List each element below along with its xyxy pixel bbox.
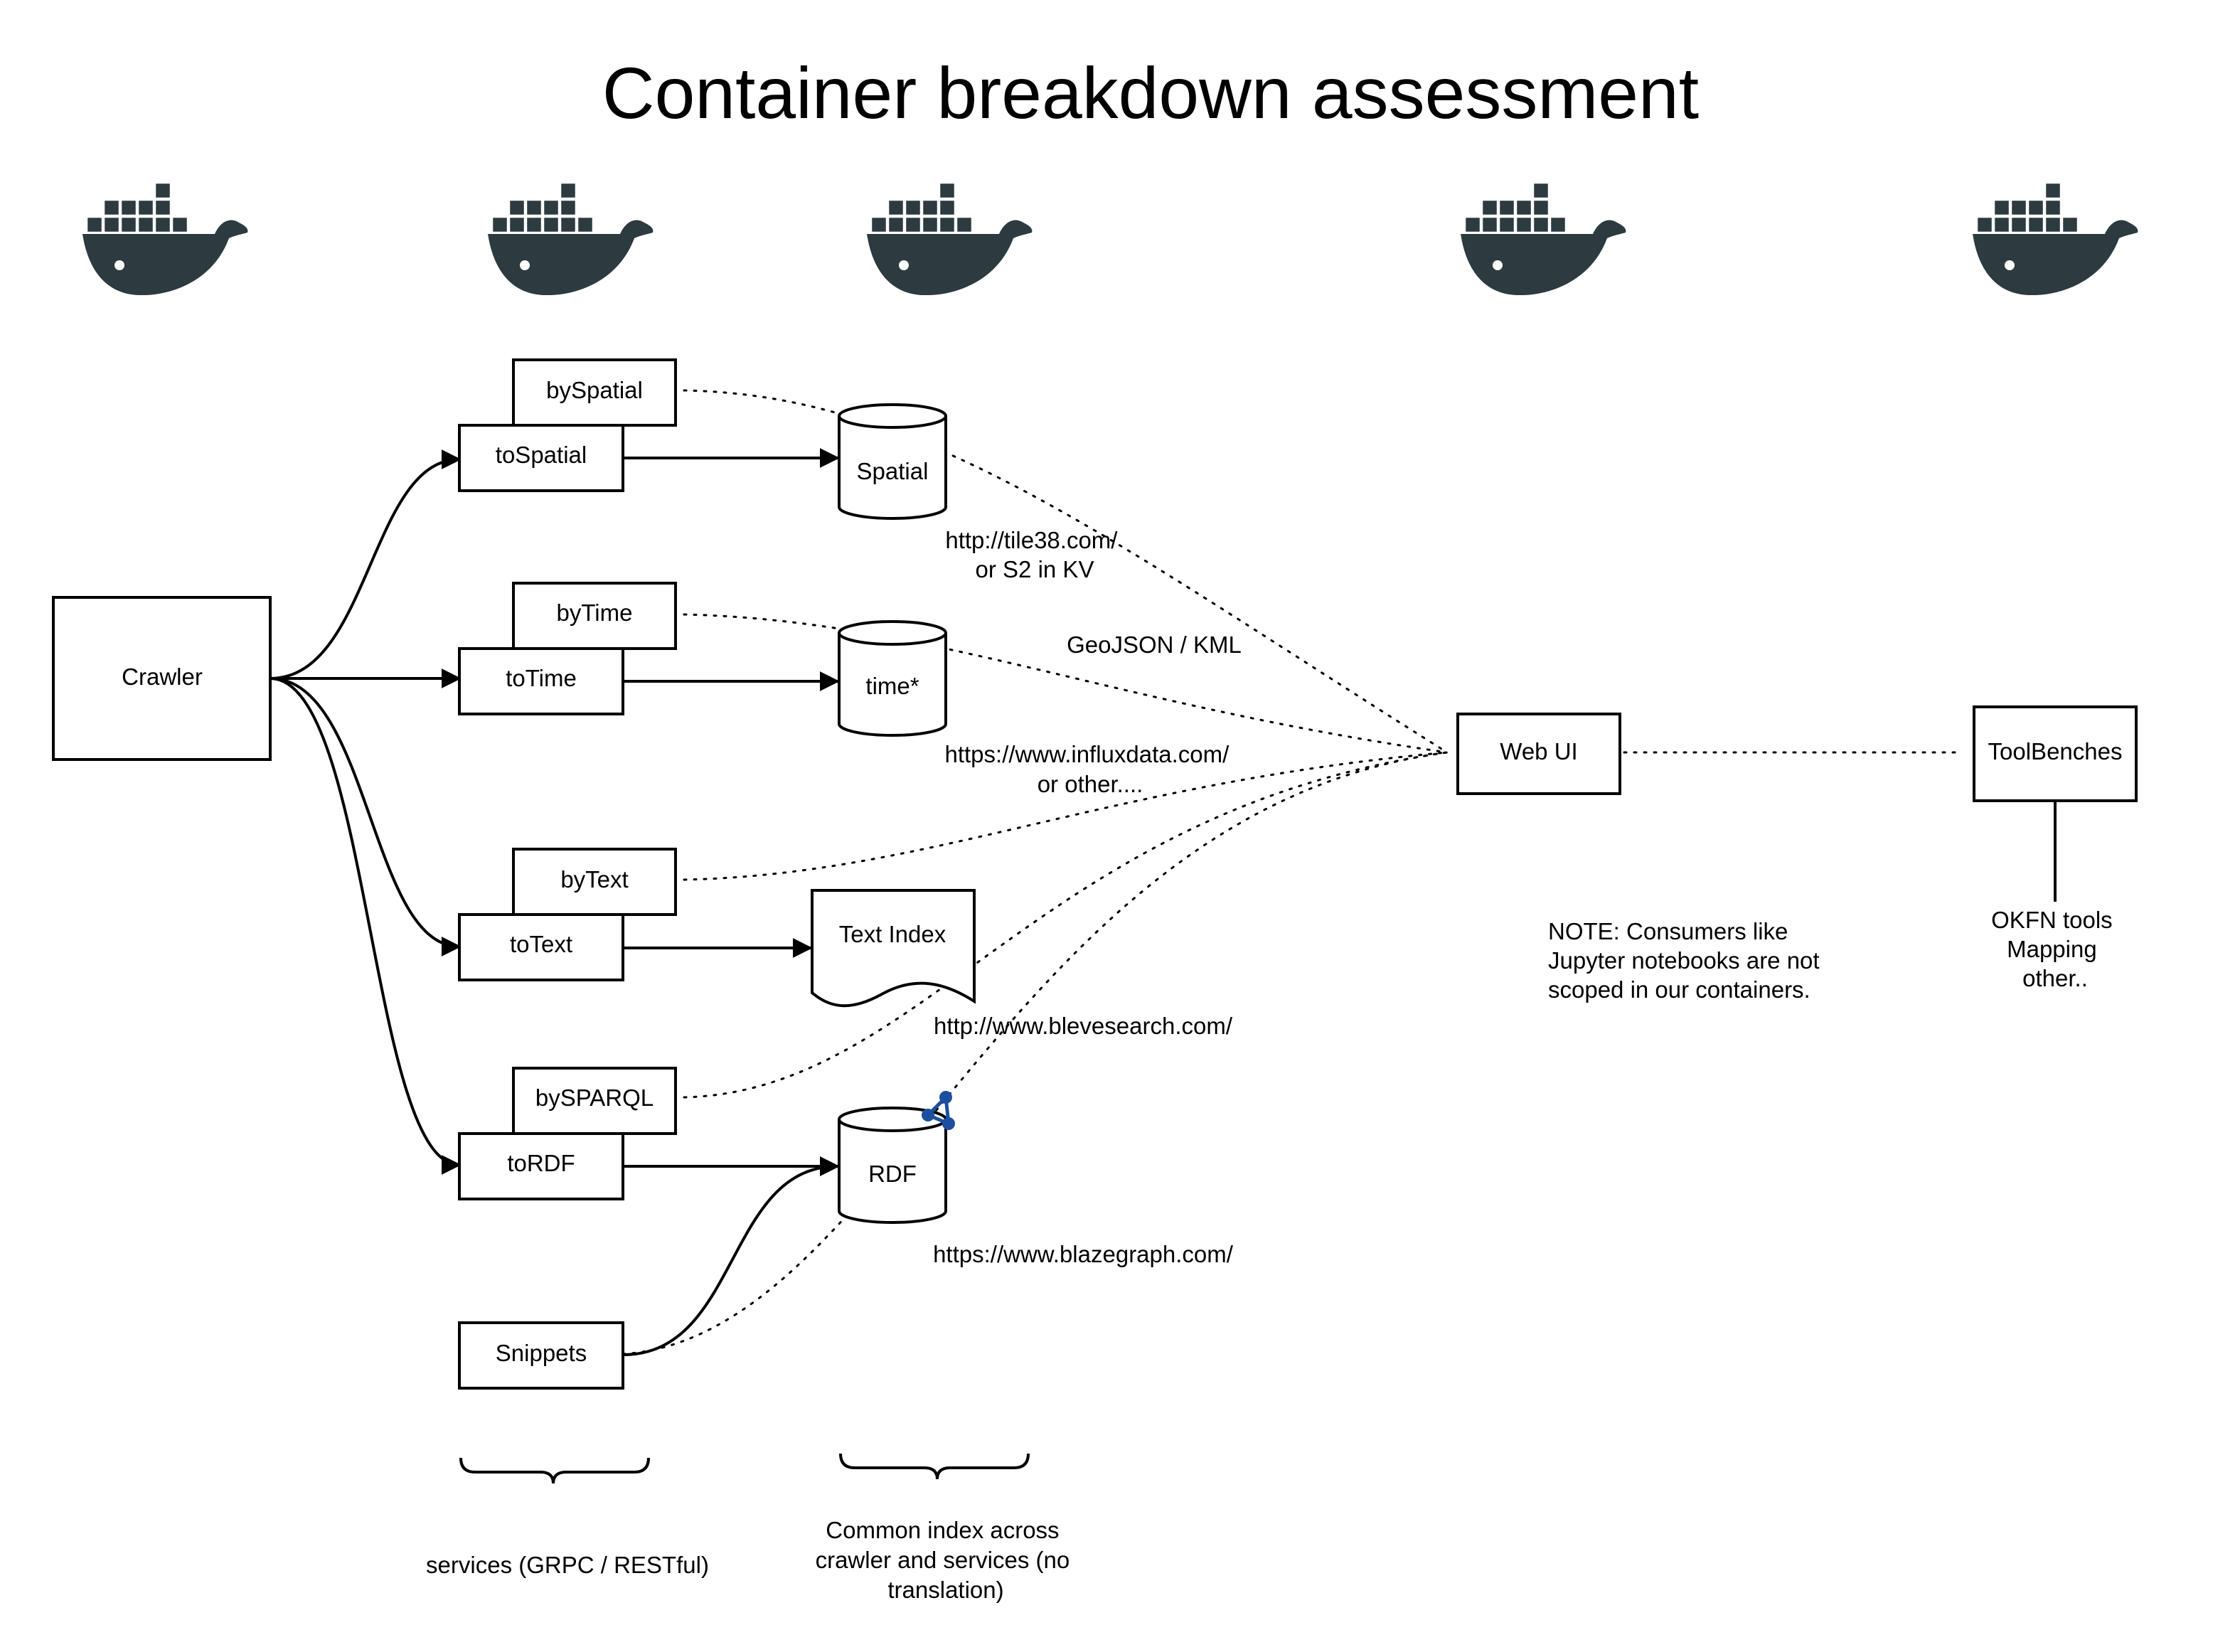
okfn-line-2: Mapping <box>2007 936 2097 962</box>
store-edges <box>622 448 2057 1356</box>
common-index-line-1: Common index across <box>826 1517 1059 1543</box>
to-time-node[interactable]: toTime <box>458 647 624 715</box>
to-text-label: toText <box>510 931 572 957</box>
docker-whale-icon <box>1459 181 1627 295</box>
to-spatial-node[interactable]: toSpatial <box>458 424 624 492</box>
rdf-graph-icon <box>922 1091 955 1130</box>
blazegraph-annotation: https://www.blazegraph.com/ <box>933 1241 1234 1267</box>
bleve-annotation: http://www.blevesearch.com/ <box>934 1013 1233 1039</box>
okfn-annotation: OKFN tools Mapping other.. <box>1991 907 2119 991</box>
geojson-annotation: GeoJSON / KML <box>1067 632 1242 658</box>
spatial-database[interactable]: Spatial <box>838 403 947 520</box>
page-title: Container breakdown assessment <box>602 53 1699 134</box>
snippets-label: Snippets <box>496 1340 587 1366</box>
web-ui-label: Web UI <box>1500 738 1577 764</box>
note-line-2: Jupyter notebooks are not <box>1548 947 1820 974</box>
time-database[interactable]: time* <box>838 620 947 737</box>
to-text-node[interactable]: toText <box>458 913 624 981</box>
toolbenches-node[interactable]: ToolBenches <box>1973 705 2138 802</box>
web-ui-node[interactable]: Web UI <box>1456 713 1621 795</box>
influx-line-2: or other.... <box>1038 771 1143 797</box>
common-index-line-2: crawler and services (no <box>816 1547 1070 1573</box>
rdf-database[interactable]: RDF <box>838 1107 947 1224</box>
by-sparql-label: bySPARQL <box>535 1085 654 1111</box>
docker-whale-icon <box>865 181 1033 295</box>
tile38-line-1: http://tile38.com/ <box>945 527 1118 553</box>
influx-line-1: https://www.influxdata.com/ <box>944 741 1230 767</box>
to-spatial-label: toSpatial <box>496 442 587 468</box>
text-index-document[interactable]: Text Index <box>811 889 976 1008</box>
to-rdf-label: toRDF <box>507 1150 575 1176</box>
crawler-edges <box>270 449 462 1175</box>
by-sparql-node[interactable]: bySPARQL <box>512 1067 677 1135</box>
consumers-note: NOTE: Consumers like Jupyter notebooks a… <box>1548 918 1826 1003</box>
to-rdf-node[interactable]: toRDF <box>458 1132 624 1200</box>
crawler-label: Crawler <box>122 664 203 690</box>
by-spatial-label: bySpatial <box>546 377 643 403</box>
rdf-database-label: RDF <box>868 1161 917 1187</box>
time-database-label: time* <box>865 673 919 699</box>
toolbenches-label: ToolBenches <box>1988 738 2123 764</box>
influx-annotation: https://www.influxdata.com/ or other.... <box>944 741 1235 797</box>
by-spatial-node[interactable]: bySpatial <box>512 358 677 427</box>
services-caption: services (GRPC / RESTful) <box>426 1552 709 1578</box>
common-index-caption: Common index across crawler and services… <box>816 1517 1077 1603</box>
to-time-label: toTime <box>506 665 577 691</box>
by-text-label: byText <box>560 866 628 892</box>
by-time-node[interactable]: byTime <box>512 582 677 650</box>
text-index-label: Text Index <box>839 921 946 947</box>
docker-whale-icon <box>486 181 654 295</box>
tile38-annotation: http://tile38.com/ or S2 in KV <box>945 527 1124 582</box>
by-text-node[interactable]: byText <box>512 848 677 916</box>
crawler-node[interactable]: Crawler <box>52 596 272 761</box>
docker-whale-icon <box>81 181 249 295</box>
by-time-label: byTime <box>557 599 633 626</box>
okfn-line-3: other.. <box>2022 965 2088 991</box>
note-line-1: NOTE: Consumers like <box>1548 918 1788 944</box>
spatial-database-label: Spatial <box>857 458 929 484</box>
common-index-brace <box>839 1453 1030 1480</box>
note-line-3: scoped in our containers. <box>1548 976 1810 1003</box>
tile38-line-2: or S2 in KV <box>976 556 1094 582</box>
services-brace <box>459 1457 650 1484</box>
snippets-node[interactable]: Snippets <box>458 1321 624 1390</box>
dotted-connections <box>622 389 1964 1355</box>
okfn-line-1: OKFN tools <box>1991 907 2113 933</box>
docker-whale-icon <box>1971 181 2139 295</box>
common-index-line-3: translation) <box>887 1577 1003 1603</box>
